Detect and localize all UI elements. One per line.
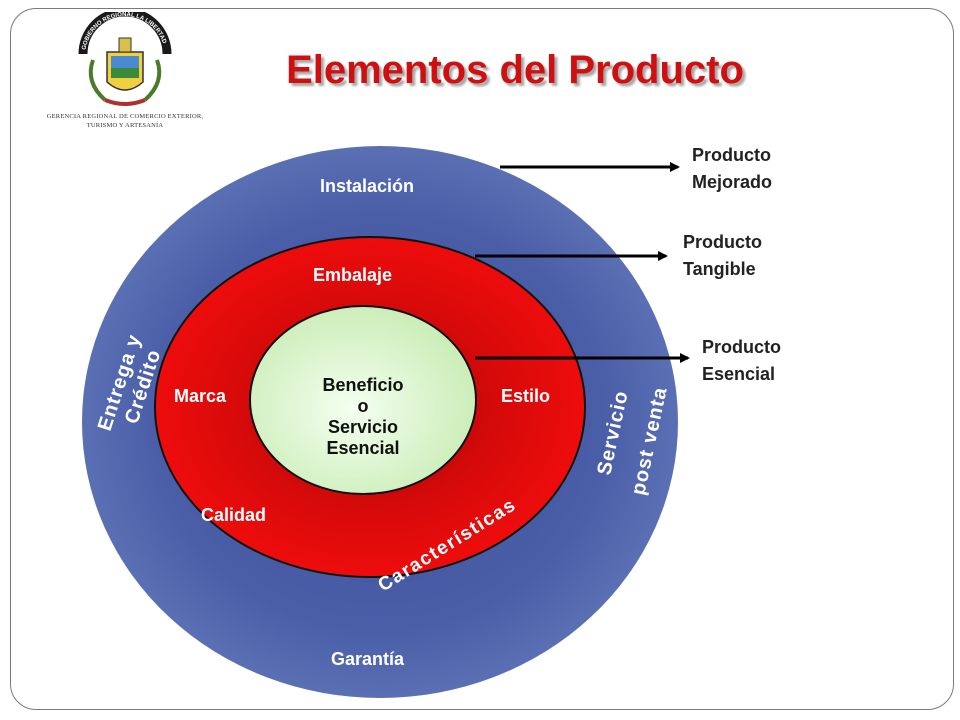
- label-estilo: Estilo: [501, 386, 551, 406]
- core-label: Beneficio o Servicio Esencial: [303, 375, 423, 459]
- label-calidad: Calidad: [201, 505, 267, 525]
- core-circle: [249, 305, 477, 495]
- logo-caption: GERENCIA REGIONAL DE COMERCIO EXTERIOR, …: [30, 112, 220, 130]
- regional-government-logo: GOBIERNO REGIONAL LA LIBERTAD GERENCIA R…: [30, 12, 220, 152]
- logo-caption-line2: TURISMO Y ARTESANÍA: [86, 122, 164, 129]
- callout-tangible-line2: Tangible: [683, 259, 756, 279]
- callout-producto-esencial: Producto Esencial: [702, 334, 781, 388]
- callout-tangible-line1: Producto: [683, 232, 762, 252]
- callout-esencial-line1: Producto: [702, 337, 781, 357]
- callout-mejorado-line1: Producto: [692, 145, 771, 165]
- label-garantia: Garantía: [331, 649, 405, 669]
- logo-caption-line1: GERENCIA REGIONAL DE COMERCIO EXTERIOR,: [46, 113, 204, 120]
- callout-producto-tangible: Producto Tangible: [683, 229, 762, 283]
- label-marca: Marca: [174, 386, 227, 406]
- label-instalacion: Instalación: [320, 176, 415, 196]
- coat-of-arms-icon: GOBIERNO REGIONAL LA LIBERTAD: [78, 12, 172, 106]
- core-line4: Esencial: [326, 438, 400, 458]
- page-title: Elementos del Producto: [286, 48, 744, 92]
- callout-producto-mejorado: Producto Mejorado: [692, 142, 772, 196]
- core-line3: Servicio: [327, 417, 399, 437]
- core-line2: o: [357, 396, 369, 416]
- slide-frame: [10, 8, 954, 710]
- core-line1: Beneficio: [322, 375, 404, 395]
- callout-esencial-line2: Esencial: [702, 364, 776, 384]
- label-embalaje: Embalaje: [313, 265, 393, 285]
- callout-mejorado-line2: Mejorado: [692, 172, 773, 192]
